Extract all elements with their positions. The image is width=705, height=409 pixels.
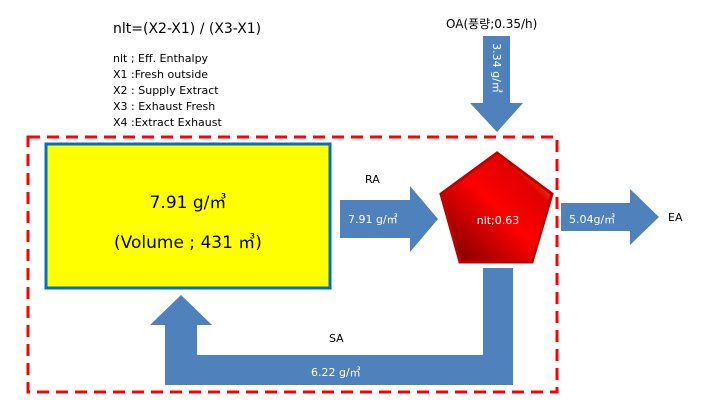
legend-item: X1 :Fresh outside [113,68,209,81]
ea-value: 5.04g/㎥ [569,213,616,226]
heat-exchanger-pentagon [439,151,554,264]
formula-text: nlt=(X2-X1) / (X3-X1) [113,21,262,37]
exchanger-label: nlt;0.63 [476,214,520,227]
ra-label: RA [365,173,380,186]
ra-arrow [340,186,438,252]
legend-item: X2 : Supply Extract [113,84,219,97]
room-volume: (Volume ; 431 ㎥) [114,233,262,253]
legend-item: X4 :Extract Exhaust [113,116,222,129]
legend-item: X3 : Exhaust Fresh [113,100,216,113]
sa-arrow [150,268,513,385]
oa-label: OA(풍량;0.35/h) [446,17,538,31]
oa-arrow [470,36,523,132]
room-box [44,142,332,290]
ea-arrow [561,189,659,245]
sa-value: 6.22 g/㎥ [311,366,361,379]
system-boundary [26,135,559,394]
ra-value: 7.91 g/㎥ [348,213,398,226]
ea-label: EA [668,211,683,224]
oa-value: 3.34 g/㎥ [490,43,503,93]
legend-item: nlt ; Eff. Enthalpy [113,52,209,65]
room-concentration: 7.91 g/㎥ [149,193,227,213]
sa-label: SA [329,332,344,345]
